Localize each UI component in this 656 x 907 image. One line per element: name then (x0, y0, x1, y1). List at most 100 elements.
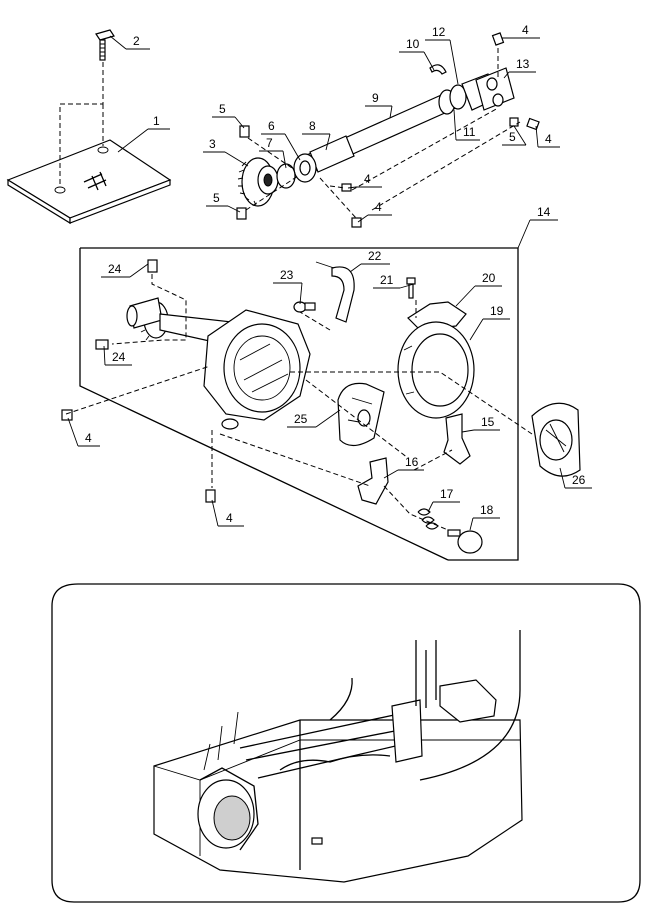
screw-21 (406, 277, 416, 299)
callout-number: 23 (280, 268, 294, 282)
callout-leader (261, 133, 301, 161)
callout-leader (259, 150, 287, 169)
callout-leader (203, 151, 249, 167)
callout-number: 13 (516, 57, 530, 71)
hook-assembly-frame (79, 247, 519, 561)
clip-10 (429, 64, 447, 75)
callout-number: 9 (372, 91, 379, 105)
callout-p21: 21 (373, 273, 415, 289)
screw-24-upper (147, 259, 158, 273)
callout-number: 5 (213, 191, 220, 205)
callout-number: 12 (432, 25, 446, 39)
callout-number: 24 (108, 262, 122, 276)
callout-number: 21 (380, 273, 394, 287)
callout-p1: 1 (117, 114, 170, 153)
callout-leader (503, 71, 536, 79)
callout-number: 4 (226, 511, 233, 525)
callout-leader (461, 429, 500, 433)
callout-leader (67, 417, 100, 447)
callout-number: 19 (490, 304, 504, 318)
callout-leader (109, 35, 150, 50)
bushing-7 (276, 163, 296, 189)
callout-p23: 23 (273, 268, 303, 305)
callout-p24b: 24 (103, 345, 132, 366)
lever-15 (443, 413, 471, 465)
screw-23 (293, 301, 316, 313)
callout-p11: 11 (453, 109, 480, 141)
callout-leader (455, 285, 502, 307)
callout-number: 5 (509, 130, 516, 144)
hook-25 (337, 382, 385, 447)
callout-p24a: 24 (101, 262, 149, 278)
callout-number: 4 (545, 132, 552, 146)
callout-number: 11 (463, 125, 476, 139)
callout-number: 24 (112, 350, 126, 364)
callout-p7: 7 (259, 136, 287, 169)
callout-p9: 9 (365, 91, 393, 119)
callout-leader (101, 263, 149, 278)
callout-number: 4 (375, 200, 382, 214)
plate-screw (95, 29, 115, 61)
callout-leader (453, 109, 480, 141)
callout-leader (427, 501, 460, 513)
callout-p13: 13 (503, 57, 536, 79)
crank-13 (475, 67, 515, 111)
callout-leader (383, 469, 424, 479)
machine-shafts (239, 640, 497, 779)
callout-leader (347, 186, 382, 189)
callout-p16: 16 (383, 455, 424, 479)
pinion-gear-24 (126, 297, 169, 341)
callout-p3: 3 (203, 137, 249, 167)
callout-leader (103, 345, 132, 366)
callout-leader (212, 116, 245, 129)
screw-4-left (61, 409, 73, 421)
machine-inset-frame (51, 583, 641, 903)
callout-number: 1 (153, 114, 160, 128)
lever-16 (357, 457, 389, 505)
callout-number: 20 (482, 271, 496, 285)
callout-leader (399, 51, 435, 71)
callout-leader (273, 282, 303, 305)
callout-number: 7 (266, 136, 273, 150)
callout-p4e: 4 (67, 417, 100, 447)
machine-hook-assembly (197, 711, 259, 851)
callout-number: 15 (481, 415, 495, 429)
callout-number: 4 (522, 23, 529, 37)
callout-p5a: 5 (212, 102, 245, 129)
callout-p6: 6 (261, 119, 301, 161)
callout-leader (211, 499, 244, 527)
callout-p19: 19 (469, 304, 510, 341)
screw-24-lower (95, 339, 109, 350)
callout-p4f: 4 (211, 499, 244, 527)
callout-p4a: 4 (502, 23, 540, 39)
needle-plate (6, 139, 172, 225)
callout-number: 6 (268, 119, 275, 133)
callout-leader (302, 133, 331, 151)
callout-number: 10 (406, 37, 420, 51)
callout-leader (357, 214, 392, 223)
callout-p18: 18 (469, 503, 500, 531)
machine-body (153, 630, 523, 883)
callout-number: 18 (480, 503, 494, 517)
callout-p14: 14 (517, 205, 558, 249)
callout-number: 22 (368, 249, 382, 263)
hook-base (203, 309, 311, 430)
callout-p4d: 4 (357, 200, 392, 223)
callout-leader (559, 467, 592, 489)
callout-number: 4 (364, 172, 371, 186)
callout-number: 17 (440, 487, 454, 501)
callout-number: 26 (572, 473, 586, 487)
callout-p4b: 4 (535, 125, 560, 148)
screw-18 (447, 529, 483, 554)
callout-leader (287, 409, 341, 428)
callout-number: 14 (537, 205, 551, 219)
bobbin-case-26 (531, 402, 581, 477)
callout-p4c: 4 (347, 172, 382, 189)
callout-leader (373, 283, 415, 289)
crank-gear-3 (237, 157, 279, 207)
callout-leader (469, 517, 500, 531)
callout-p8: 8 (302, 119, 331, 151)
collar-6 (293, 153, 317, 183)
hook-race-19 (397, 321, 475, 419)
